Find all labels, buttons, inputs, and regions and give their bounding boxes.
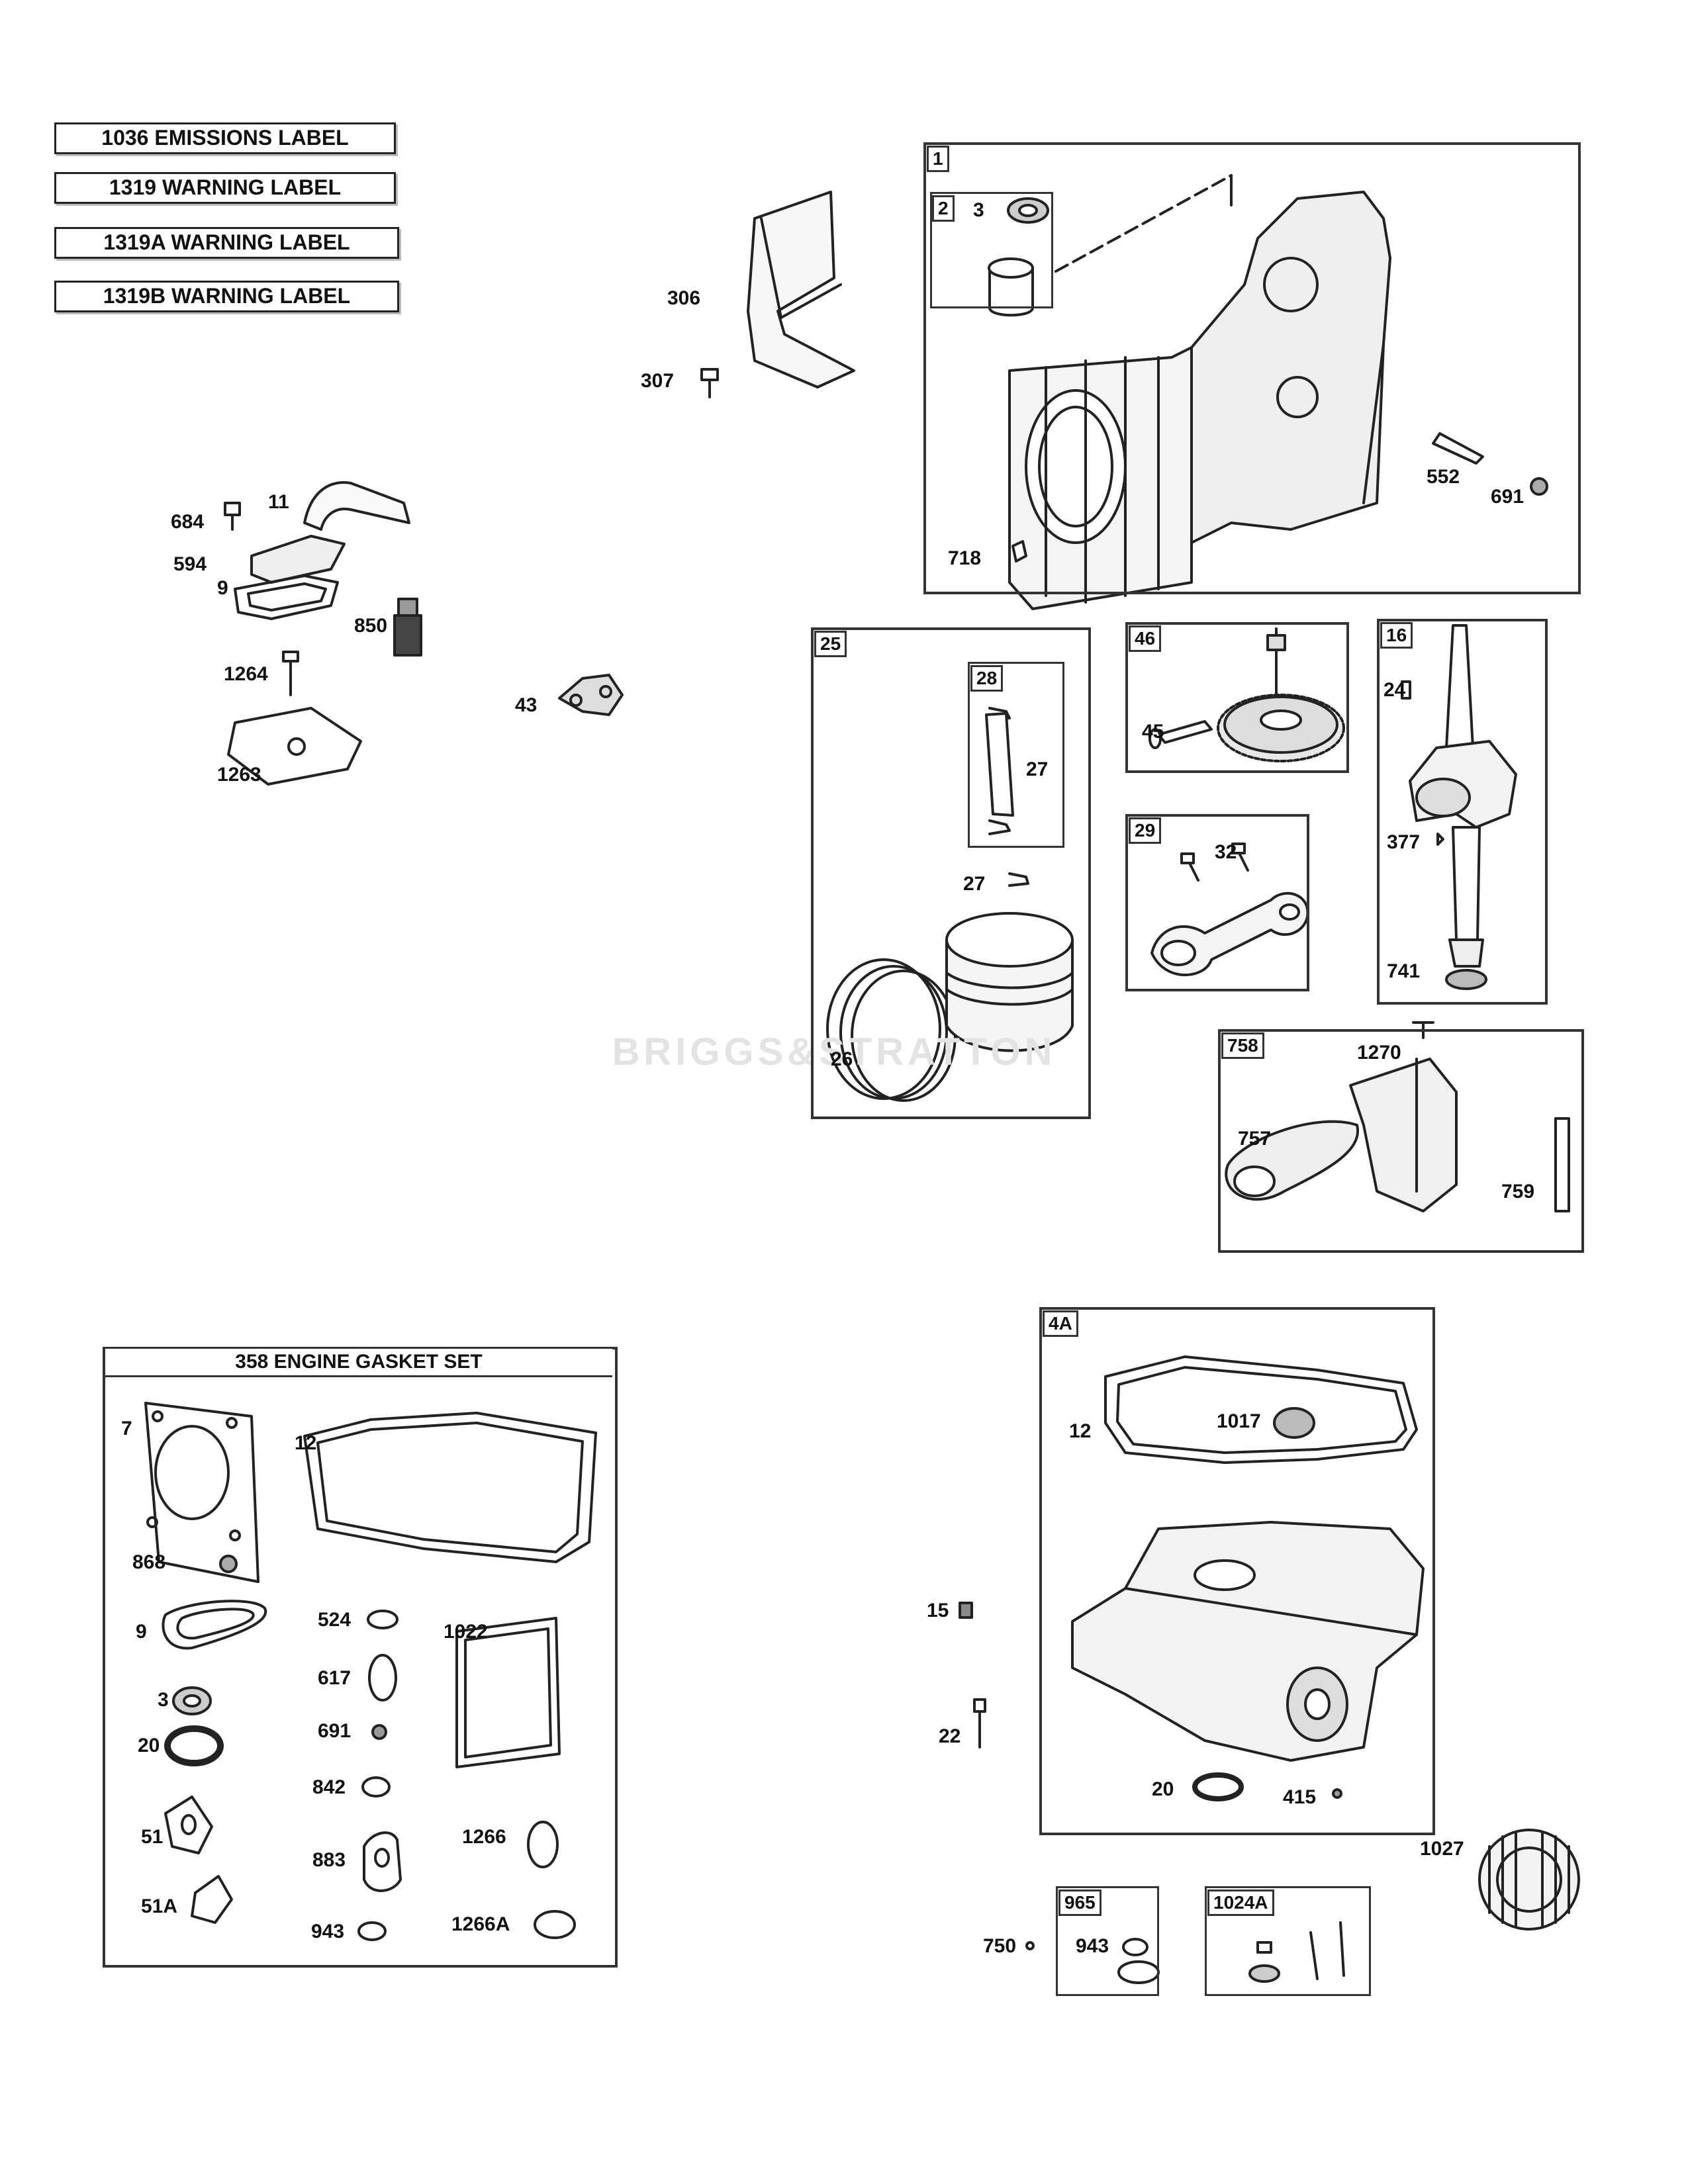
kit-1024a-tag: 1024A	[1207, 1889, 1274, 1916]
gasket-part-1266: 1266	[462, 1826, 506, 1848]
kit-965-tag: 965	[1058, 1889, 1102, 1916]
shroud-306-drawing	[747, 191, 855, 388]
gasket-part-617: 617	[318, 1667, 352, 1689]
warning-label-1319a: 1319A WARNING LABEL	[54, 227, 399, 259]
watermark: BRIGGS&STRATTON	[612, 1030, 1056, 1073]
part-1263: 1263	[217, 764, 261, 786]
part-22: 22	[939, 1725, 961, 1747]
conrod-box-tag: 29	[1129, 817, 1162, 844]
gasket-set-drawing	[144, 1402, 597, 1941]
part-718: 718	[948, 547, 982, 569]
part-27-a: 27	[1026, 758, 1049, 780]
misc-parts-drawing	[959, 1602, 1580, 1950]
part-691-cyl: 691	[1491, 486, 1524, 508]
gasket-part-1266a: 1266A	[451, 1913, 510, 1935]
piston-box-tag: 25	[814, 631, 847, 657]
piston-box	[811, 627, 1091, 1119]
gasket-part-9: 9	[136, 1621, 147, 1643]
part-24: 24	[1383, 679, 1406, 701]
cylinder-box-tag: 1	[927, 146, 949, 172]
gasket-part-691: 691	[318, 1720, 352, 1742]
cam-gear-drawing	[1149, 627, 1345, 762]
piston-inner-tag: 28	[970, 665, 1004, 692]
part-415: 415	[1283, 1786, 1317, 1808]
conrod-box	[1125, 814, 1309, 991]
part-43: 43	[515, 694, 538, 716]
warning-label-1319b: 1319B WARNING LABEL	[54, 281, 399, 312]
crankshaft-box-tag: 16	[1380, 622, 1413, 649]
kit-965-box	[1056, 1886, 1159, 1996]
gear-box	[1125, 622, 1349, 773]
gasket-set-title: 358 ENGINE GASKET SET	[105, 1349, 612, 1377]
cylinder-inner-tag: 2	[932, 195, 955, 222]
kit-1024a-box	[1205, 1886, 1371, 1996]
part-943-kit: 943	[1076, 1935, 1109, 1957]
part-26: 26	[831, 1048, 853, 1070]
gasket-part-51a: 51A	[141, 1895, 178, 1917]
cylinder-block-drawing	[988, 174, 1548, 610]
governor-drawing	[1225, 1021, 1570, 1212]
governor-box	[1218, 1029, 1584, 1253]
governor-box-tag: 758	[1221, 1032, 1264, 1059]
piston-drawing	[826, 707, 1074, 1102]
part-594: 594	[173, 553, 207, 575]
gasket-part-883: 883	[312, 1849, 346, 1871]
part-45: 45	[1142, 721, 1164, 743]
part-1270: 1270	[1357, 1042, 1401, 1064]
gasket-part-868: 868	[132, 1551, 166, 1573]
gasket-part-51: 51	[141, 1826, 164, 1848]
cylinder-inner-box	[930, 192, 1053, 308]
gasket-part-3: 3	[158, 1689, 169, 1711]
piston-inner-box	[968, 662, 1064, 848]
bolt-307-drawing	[700, 368, 719, 398]
gasket-part-12: 12	[295, 1432, 317, 1454]
part-1264: 1264	[224, 663, 268, 685]
part-3-cyl: 3	[973, 199, 984, 221]
part-12-sump: 12	[1069, 1420, 1092, 1442]
sump-box-tag: 4A	[1043, 1310, 1078, 1337]
gasket-part-524: 524	[318, 1609, 352, 1631]
cylinder-box	[923, 142, 1581, 594]
part-750: 750	[983, 1935, 1017, 1957]
gasket-part-20: 20	[138, 1735, 160, 1756]
part-11: 11	[268, 491, 289, 513]
part-684: 684	[171, 511, 205, 533]
part-377: 377	[1387, 831, 1421, 853]
part-307: 307	[641, 370, 675, 392]
gasket-part-7: 7	[121, 1418, 132, 1439]
crankshaft-box	[1377, 619, 1548, 1005]
part-1027: 1027	[1420, 1838, 1464, 1860]
part-27-b: 27	[963, 873, 986, 895]
crankshaft-drawing	[1401, 624, 1517, 990]
warning-label-1319: 1319 WARNING LABEL	[54, 172, 396, 204]
part-20-sump: 20	[1152, 1778, 1174, 1800]
part-757: 757	[1238, 1128, 1272, 1150]
part-32: 32	[1215, 841, 1237, 863]
emissions-label: 1036 EMISSIONS LABEL	[54, 122, 396, 154]
sump-box	[1039, 1307, 1435, 1835]
gear-box-tag: 46	[1129, 625, 1162, 652]
part-15: 15	[927, 1600, 949, 1621]
gasket-part-943: 943	[311, 1921, 345, 1942]
part-306: 306	[667, 287, 701, 309]
gasket-part-1022: 1022	[444, 1621, 488, 1643]
intake-parts-drawing	[224, 481, 624, 786]
part-850: 850	[354, 615, 388, 637]
part-552: 552	[1427, 466, 1460, 488]
part-1017: 1017	[1217, 1410, 1261, 1432]
gasket-set-box	[103, 1347, 618, 1968]
gasket-part-842: 842	[312, 1776, 346, 1798]
part-759: 759	[1501, 1181, 1535, 1203]
sump-drawing	[1071, 1355, 1425, 1801]
connecting-rod-drawing	[1150, 842, 1309, 977]
part-9: 9	[217, 577, 228, 599]
part-741: 741	[1387, 960, 1421, 982]
